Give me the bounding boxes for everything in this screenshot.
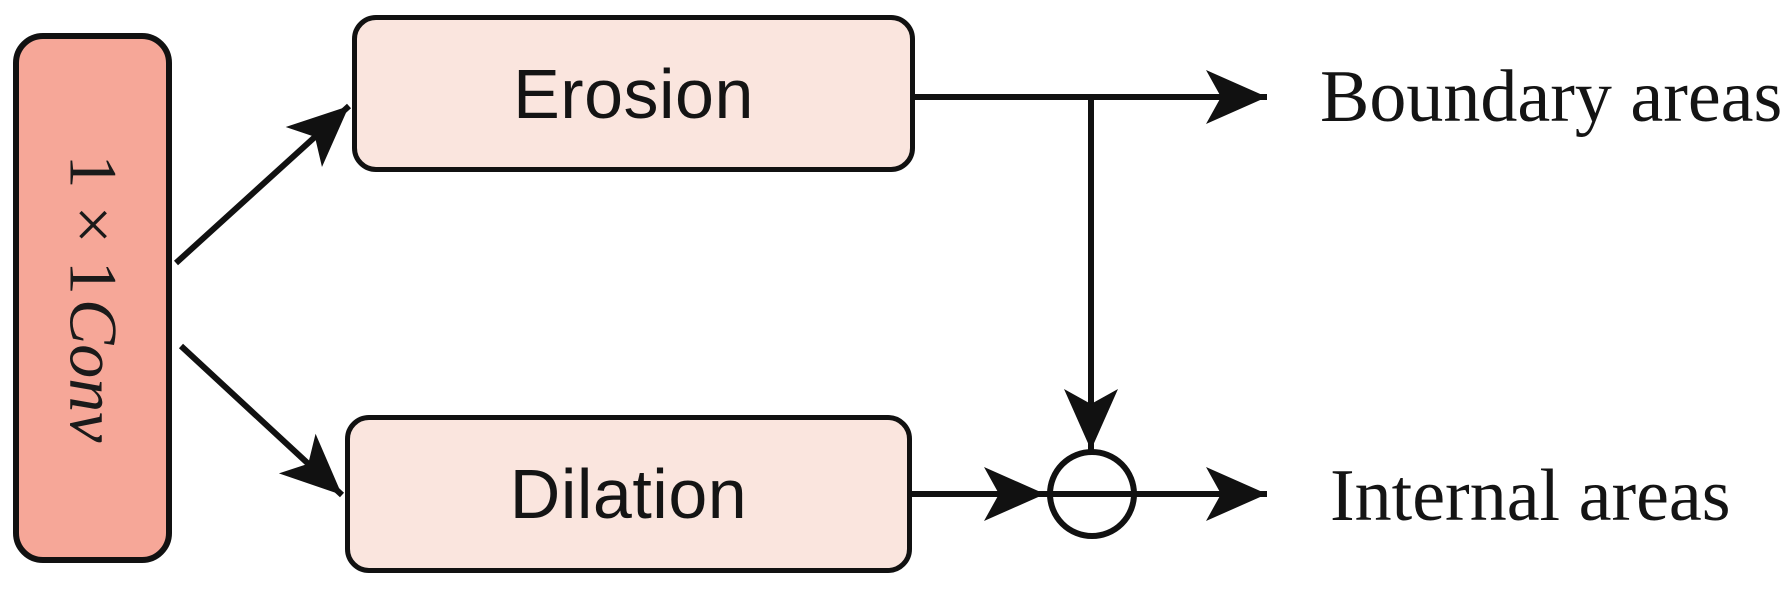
arrow-conv-to-erosion	[173, 103, 352, 266]
internal-areas-label: Internal areas	[1330, 455, 1731, 537]
conv-block-label: 1 × 1Conv	[53, 154, 132, 442]
arrow-conv-to-dilation	[178, 343, 345, 498]
conv-label-prefix: 1 × 1	[55, 154, 132, 295]
erosion-node: Erosion	[352, 15, 915, 172]
dilation-node: Dilation	[345, 415, 912, 573]
boundary-areas-label: Boundary areas	[1320, 56, 1783, 138]
conv-label-name: Conv	[55, 298, 132, 442]
merge-junction-circle	[1047, 449, 1137, 539]
erosion-node-label: Erosion	[513, 54, 754, 133]
conv-block: 1 × 1Conv	[13, 33, 172, 563]
dilation-node-label: Dilation	[509, 455, 748, 533]
